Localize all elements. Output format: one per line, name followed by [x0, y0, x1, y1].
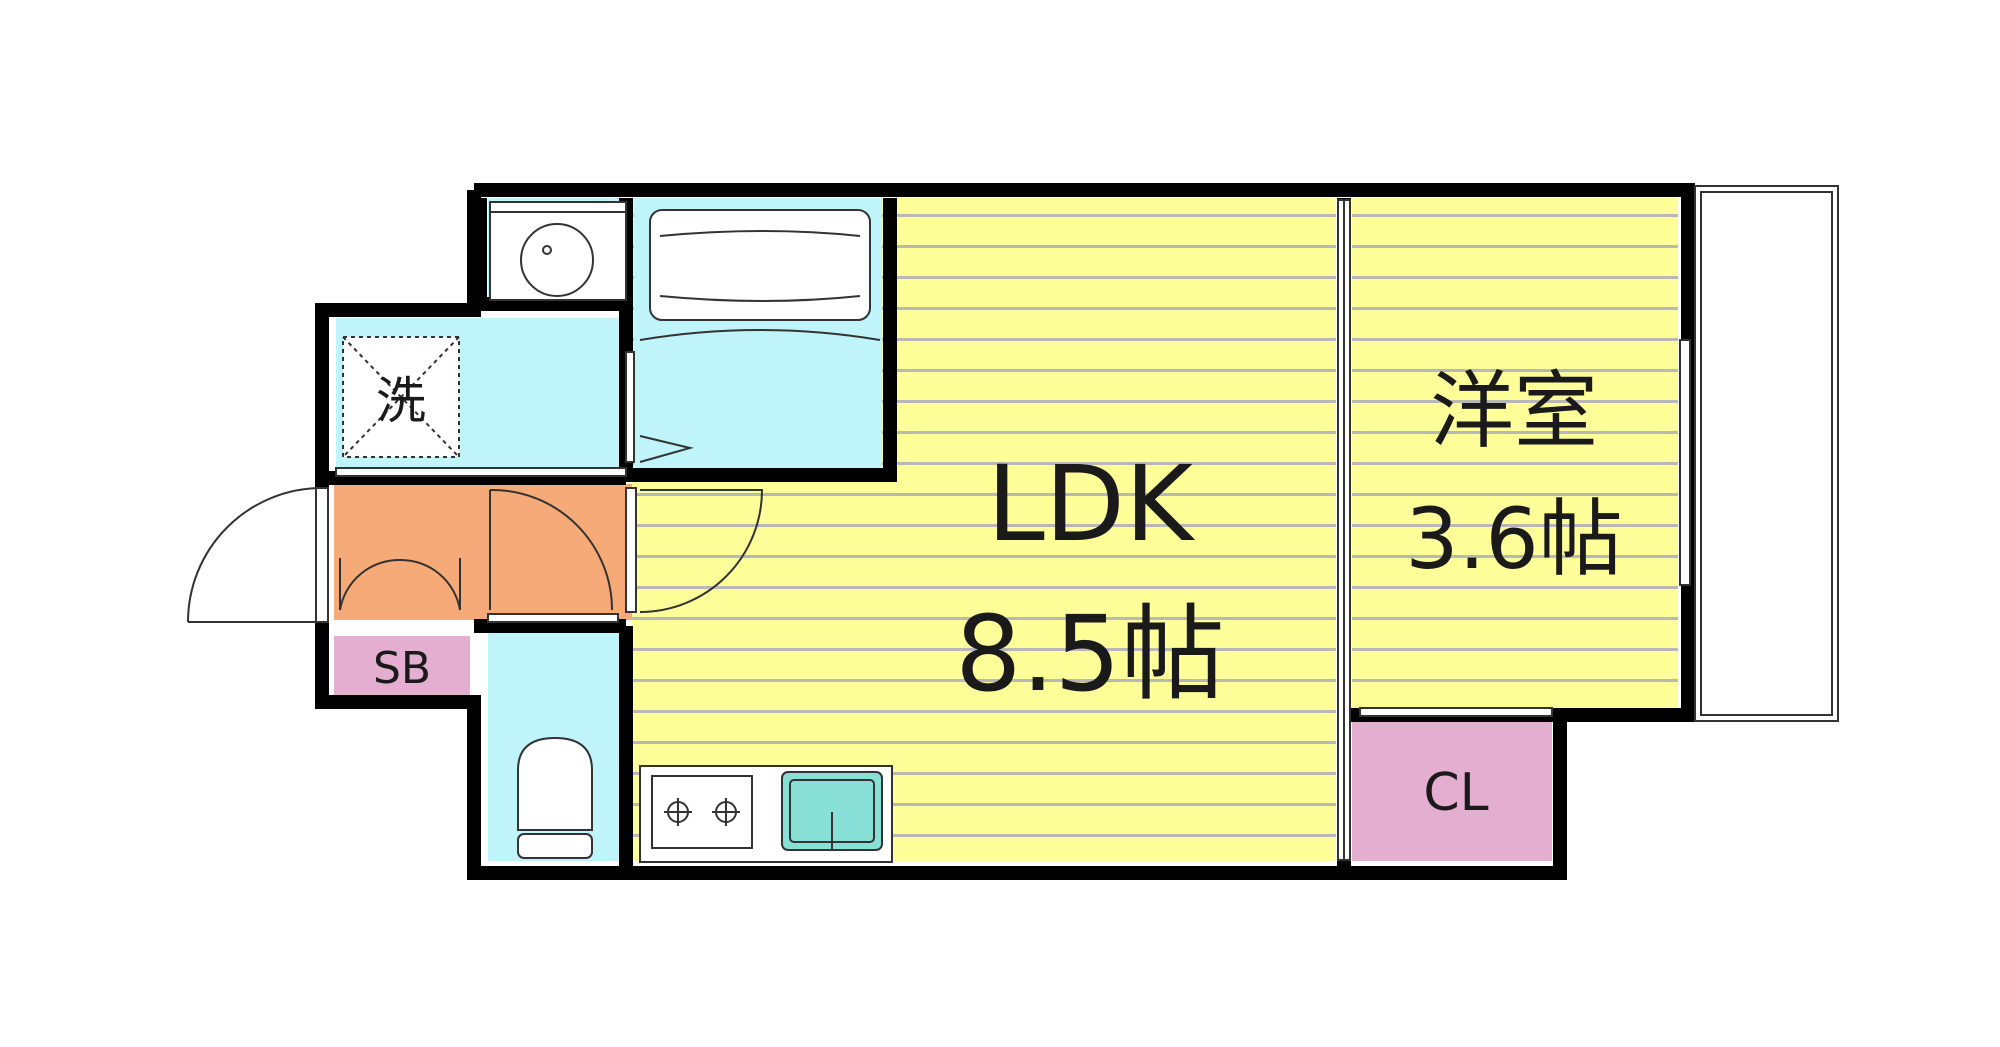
bathtub-edge [659, 230, 861, 237]
fixtures [187, 185, 1839, 863]
balcony-inner [1700, 191, 1833, 716]
balcony-window [1679, 339, 1691, 586]
hall-door [489, 488, 613, 611]
western-room-floor [1352, 198, 1678, 708]
ldk-room-name: LDK [987, 443, 1196, 565]
entrance-floor [334, 484, 632, 620]
bathtub [649, 209, 871, 321]
closet-floor [1352, 722, 1552, 861]
balcony [1694, 185, 1839, 722]
shoebox-door [339, 558, 461, 611]
shoebox-floor [334, 636, 470, 697]
closet-door [1359, 707, 1553, 717]
entrance-door [187, 487, 323, 623]
ldk-room-size: 8.5帖 [955, 593, 1224, 715]
ldk-door [639, 489, 764, 613]
toilet-tank [517, 833, 593, 859]
washer-label: 洗 [376, 372, 426, 430]
wash-basin [520, 223, 594, 297]
western-room-size: 3.6帖 [1405, 490, 1623, 588]
western-room-name: 洋室 [1430, 362, 1598, 460]
toilet-bowl [517, 736, 593, 831]
shoebox-label: SB [373, 643, 431, 694]
closet-label: CL [1423, 763, 1488, 823]
